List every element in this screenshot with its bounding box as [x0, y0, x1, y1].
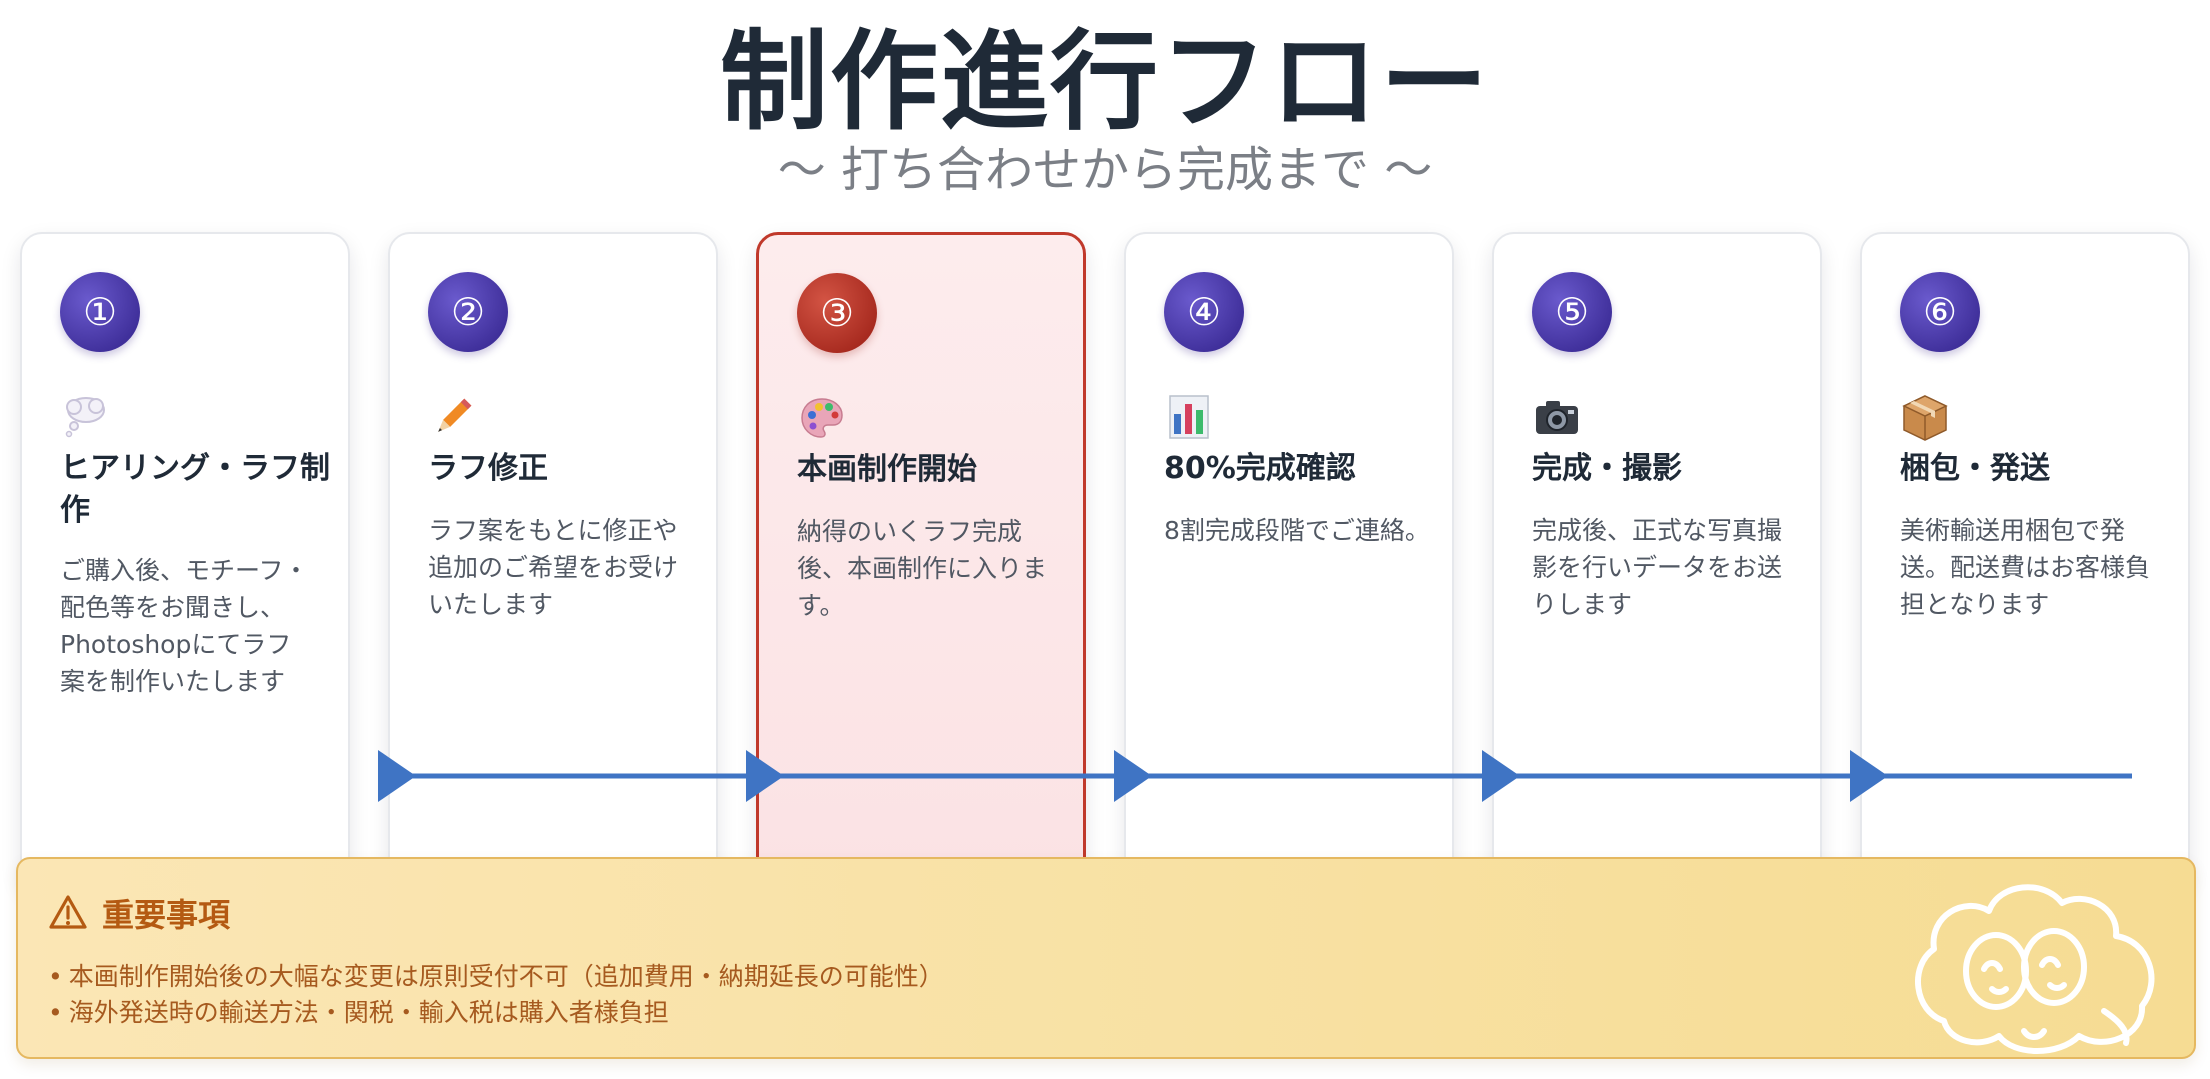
step-description: ラフ案をもとに修正や追加のご希望をお受けいたします [428, 516, 679, 619]
step-number-badge: ⑥ [1900, 272, 1980, 352]
step-title: 完成・撮影 [1532, 451, 1682, 486]
step-description: 美術輸送用梱包で発送。配送費はお客様負担となります [1900, 516, 2151, 619]
step-title: ヒアリング・ラフ制作 [60, 451, 330, 528]
note-item-1: 本画制作開始後の大幅な変更は原則受付不可（追加費用・納期延長の可能性） [48, 959, 944, 995]
step-number-badge: ⑤ [1532, 272, 1612, 352]
step-card-4: ④ 80%完成確認 8割完成段階でご連絡。 [1124, 232, 1454, 892]
package-icon [1902, 395, 1948, 441]
bar-chart-icon [1169, 395, 1209, 439]
header: 制作進行フロー 〜 打ち合わせから完成まで 〜 [0, 0, 2210, 220]
note-item-2: 海外発送時の輸送方法・関税・輸入税は購入者様負担 [48, 995, 669, 1031]
step-number-badge: ④ [1164, 272, 1244, 352]
step-description: 8割完成段階でご連絡。 [1164, 516, 1430, 545]
camera-icon [1536, 401, 1578, 434]
step-card-5: ⑤ 完成・撮影 完成後、正式な写真撮影を行いデータをお送りします [1492, 232, 1822, 892]
step-number-badge: ② [428, 272, 508, 352]
page-subtitle: 〜 打ち合わせから完成まで 〜 [777, 142, 1433, 198]
step-title: ラフ修正 [428, 451, 548, 486]
step-description: ご購入後、モチーフ・配色等をお聞きし、Photoshopにてラフ案を制作いたしま… [60, 556, 309, 696]
mascot-illustration [1915, 884, 2155, 1054]
step-card-6: ⑥ 梱包・発送 美術輸送用梱包で発送。配送費はお客様負担となります [1860, 232, 2190, 892]
step-card-3: ③ 本画制作開始 納得のいくラフ完成後、本画制作に入ります。 [756, 232, 1086, 892]
pencil-icon [438, 398, 472, 432]
step-card-2: ② ラフ修正 ラフ案をもとに修正や追加のご希望をお受けいたします [388, 232, 718, 892]
important-notes-panel: 重要事項 本画制作開始後の大幅な変更は原則受付不可（追加費用・納期延長の可能性）… [16, 857, 2196, 1059]
step-title: 梱包・発送 [1900, 451, 2050, 486]
step-title: 80%完成確認 [1164, 451, 1356, 486]
step-title: 本画制作開始 [797, 452, 977, 487]
thought-bubble-icon [65, 397, 105, 438]
page-title: 制作進行フロー [719, 20, 1490, 145]
step-card-1: ① ヒアリング・ラフ制作 ご購入後、モチーフ・配色等をお聞きし、Photosho… [20, 232, 350, 892]
step-description: 完成後、正式な写真撮影を行いデータをお送りします [1532, 516, 1783, 619]
notes-header: 重要事項 [48, 891, 230, 935]
step-number-badge: ③ [797, 273, 877, 353]
step-number-badge: ① [60, 272, 140, 352]
warning-icon [49, 895, 87, 929]
palette-icon [801, 398, 843, 438]
step-description: 納得のいくラフ完成後、本画制作に入ります。 [797, 517, 1048, 620]
notes-title: 重要事項 [102, 896, 231, 934]
